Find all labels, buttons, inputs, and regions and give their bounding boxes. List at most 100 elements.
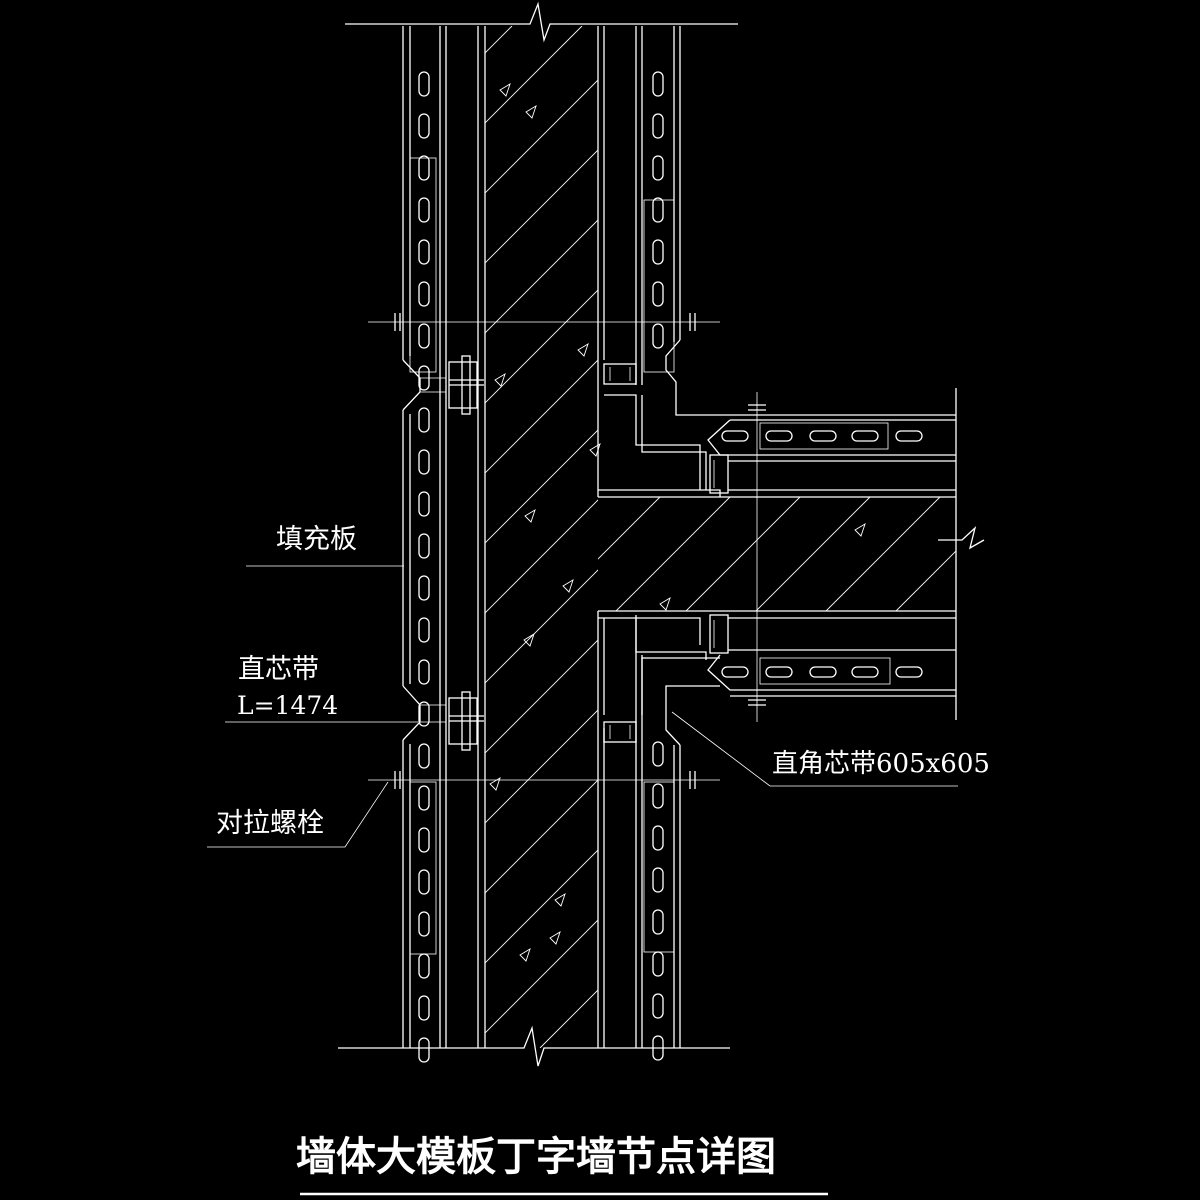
hatch-line: [615, 497, 731, 611]
slot-hole: [418, 617, 430, 643]
aggregate-mark: [519, 947, 531, 962]
slot-hole: [652, 281, 664, 307]
hatch-line: [685, 497, 801, 611]
aggregate-mark: [524, 508, 536, 523]
aggregate-mark: [562, 578, 574, 593]
hatch-line: [485, 919, 598, 1034]
hatch-line: [485, 149, 598, 264]
title-text: 墙体大模板丁字墙节点详图: [296, 1133, 776, 1180]
slot-hole: [418, 113, 430, 139]
slot-hole: [765, 666, 793, 678]
slot-hole: [652, 323, 664, 349]
slot-hole: [851, 430, 879, 442]
right-angle-core-strip-lower: [598, 614, 729, 715]
slot-hole: [652, 951, 664, 977]
clamp-upper: [448, 355, 484, 415]
right-lower-formwork-panel: [603, 615, 720, 1061]
corner-connector: [603, 721, 637, 743]
horizontal-lower-formwork-panel: [707, 617, 956, 697]
aggregate-mark: [549, 930, 561, 945]
slot-hole: [652, 197, 664, 223]
hatch-line: [1036, 497, 1150, 611]
slot-hole: [418, 911, 430, 937]
drawing-title: 墙体大模板丁字墙节点详图: [296, 1133, 828, 1196]
hatch-line: [126, 497, 240, 611]
horizontal-concrete-wall: [126, 496, 1200, 612]
corner-connector: [603, 363, 637, 385]
slot-hole: [721, 666, 749, 678]
concrete-hatch: [0, 26, 1200, 1048]
aggregate-mark: [523, 632, 535, 647]
hatch-line: [680, 26, 1200, 1048]
hatch-line: [610, 26, 1200, 1048]
tie-bolt-vertical: [748, 392, 766, 722]
slot-hole: [418, 743, 430, 769]
label-tie-bolt: 对拉螺栓: [207, 781, 389, 848]
slot-hole: [418, 491, 430, 517]
horizontal-upper-formwork-panel: [707, 414, 956, 491]
slot-hole: [418, 365, 430, 391]
hatch-line: [485, 219, 598, 334]
slot-hole: [418, 71, 430, 97]
break-line-top: [345, 1, 738, 43]
tie-bolt-text: 对拉螺栓: [216, 808, 324, 839]
hatch-line: [485, 359, 598, 474]
right-angle-core-strip-upper: [598, 394, 729, 497]
slot-hole: [652, 741, 664, 767]
hatch-line: [485, 569, 598, 684]
slot-hole: [652, 909, 664, 935]
slot-hole: [418, 155, 430, 181]
hatch-line: [966, 497, 1080, 611]
slot-hole: [418, 995, 430, 1021]
tie-bolt-upper: [368, 313, 720, 331]
panel-slots: [652, 71, 664, 349]
aggregate-mark: [659, 596, 671, 611]
aggregate-mark: [494, 372, 506, 387]
aggregate-mark: [577, 342, 589, 357]
hatch-line: [485, 849, 598, 964]
hatch-line: [755, 497, 871, 611]
filler-board-text: 填充板: [276, 524, 357, 555]
aggregate-mark: [854, 522, 866, 537]
slot-hole: [652, 993, 664, 1019]
slot-hole: [418, 575, 430, 601]
aggregate-mark: [589, 442, 601, 457]
slot-hole: [765, 430, 793, 442]
slot-hole: [418, 323, 430, 349]
aggregate-mark: [489, 776, 501, 791]
vertical-concrete-wall: [0, 26, 1200, 1048]
slot-hole: [652, 71, 664, 97]
slot-hole: [418, 533, 430, 559]
hatch-line: [895, 550, 956, 611]
hatch-line: [485, 499, 598, 614]
slot-hole: [652, 867, 664, 893]
slot-hole: [418, 197, 430, 223]
slot-hole: [418, 869, 430, 895]
slot-hole: [418, 281, 430, 307]
hatch-line: [0, 26, 442, 1048]
panel-slots: [721, 666, 923, 678]
slot-hole: [652, 155, 664, 181]
panel-slots: [721, 430, 923, 442]
slot-hole: [652, 783, 664, 809]
right-upper-formwork-panel: [603, 26, 730, 416]
aggregate-mark: [525, 104, 537, 119]
hatch-line: [750, 26, 1200, 1048]
slot-hole: [652, 113, 664, 139]
hatch-line: [476, 497, 590, 611]
slot-hole: [418, 785, 430, 811]
hatch-line: [485, 289, 598, 404]
right-angle-core-strip-text: 直角芯带605x605: [772, 749, 990, 779]
hatch-line: [825, 497, 941, 611]
slot-hole: [721, 430, 749, 442]
straight-core-strip-text: 直芯带: [238, 654, 319, 685]
slot-hole: [418, 407, 430, 433]
slot-hole: [418, 239, 430, 265]
hatch-line: [485, 709, 598, 824]
hatch-line: [1106, 497, 1200, 611]
label-straight-core-strip: 直芯带 L=1474: [225, 654, 418, 723]
straight-core-strip-length-text: L=1474: [237, 691, 338, 720]
hatch-line: [598, 497, 661, 560]
slot-hole: [809, 666, 837, 678]
